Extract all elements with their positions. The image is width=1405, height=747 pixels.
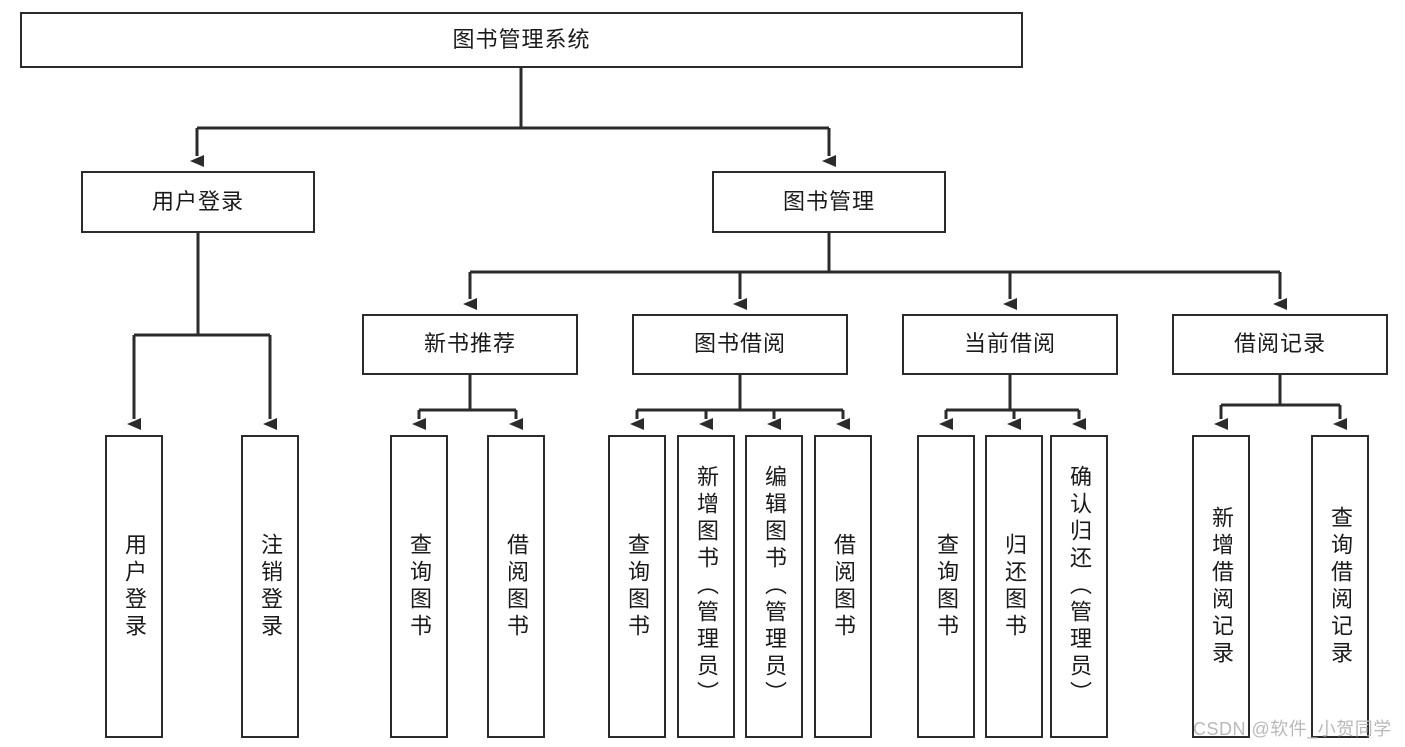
leaf-logout-label: 注销登录: [258, 532, 283, 641]
node-book-management[interactable]: 图书管理: [712, 171, 946, 233]
leaf-borrow-book-newbook-label: 借阅图书: [504, 532, 529, 641]
node-current-borrow-label: 当前借阅: [963, 331, 1056, 357]
leaf-add-borrow-record[interactable]: 新增借阅记录: [1192, 435, 1250, 738]
leaf-logout[interactable]: 注销登录: [241, 435, 299, 738]
leaf-return-book[interactable]: 归还图书: [985, 435, 1043, 738]
leaf-borrow-book[interactable]: 借阅图书: [814, 435, 872, 738]
node-root[interactable]: 图书管理系统: [20, 12, 1023, 68]
leaf-query-book-current[interactable]: 查询图书: [917, 435, 975, 738]
leaf-borrow-book-newbook[interactable]: 借阅图书: [487, 435, 545, 738]
leaf-add-book-admin[interactable]: 新增图书（管理员）: [677, 435, 735, 738]
node-current-borrow[interactable]: 当前借阅: [902, 314, 1118, 375]
leaf-query-book-borrow[interactable]: 查询图书: [608, 435, 666, 738]
leaf-query-book-newbook[interactable]: 查询图书: [390, 435, 448, 738]
node-user-login[interactable]: 用户登录: [81, 171, 315, 233]
leaf-query-book-current-label: 查询图书: [934, 532, 959, 641]
leaf-add-book-admin-label: 新增图书（管理员）: [694, 465, 719, 708]
leaf-edit-book-admin[interactable]: 编辑图书（管理员）: [745, 435, 803, 738]
leaf-user-login-label: 用户登录: [122, 532, 147, 641]
leaf-user-login[interactable]: 用户登录: [105, 435, 163, 738]
leaf-add-borrow-record-label: 新增借阅记录: [1209, 505, 1234, 668]
leaf-edit-book-admin-label: 编辑图书（管理员）: [762, 465, 787, 708]
node-new-book-recommend-label: 新书推荐: [423, 331, 516, 357]
watermark: CSDN @软件_小贺同学: [1193, 719, 1392, 739]
node-new-book-recommend[interactable]: 新书推荐: [362, 314, 578, 375]
node-user-login-label: 用户登录: [151, 188, 244, 214]
leaf-confirm-return-admin[interactable]: 确认归还（管理员）: [1050, 435, 1108, 738]
node-root-label: 图书管理系统: [452, 26, 591, 52]
leaf-query-book-newbook-label: 查询图书: [407, 532, 432, 641]
leaf-confirm-return-admin-label: 确认归还（管理员）: [1067, 465, 1092, 708]
node-borrow-record-label: 借阅记录: [1233, 331, 1326, 357]
leaf-return-book-label: 归还图书: [1002, 532, 1027, 641]
leaf-query-borrow-record-label: 查询借阅记录: [1328, 505, 1353, 668]
leaf-query-borrow-record[interactable]: 查询借阅记录: [1311, 435, 1369, 738]
leaf-query-book-borrow-label: 查询图书: [625, 532, 650, 641]
node-book-management-label: 图书管理: [782, 188, 875, 214]
node-borrow-record[interactable]: 借阅记录: [1172, 314, 1388, 375]
node-book-borrow-label: 图书借阅: [693, 331, 786, 357]
leaf-borrow-book-label: 借阅图书: [831, 532, 856, 641]
node-book-borrow[interactable]: 图书借阅: [632, 314, 848, 375]
